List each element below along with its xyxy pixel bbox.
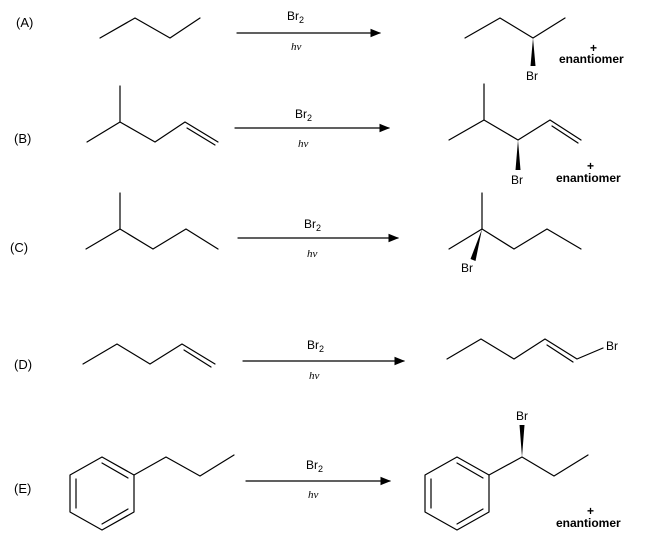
product-d-skeleton <box>446 338 604 363</box>
reactant-b-4-methylpent-1-ene <box>86 85 219 146</box>
reaction-label-d: (D) <box>14 357 32 372</box>
reaction-d: (D) Br2 hv Br <box>14 338 618 382</box>
reactant-a-butane <box>99 17 201 39</box>
reaction-label-a: (A) <box>16 15 33 30</box>
enantiomer-note-e: enantiomer <box>556 516 621 530</box>
condition-b: hv <box>298 138 309 150</box>
reaction-e: (E) Br2 hv Br + enantiomer <box>14 409 621 531</box>
condition-a: hv <box>291 41 302 53</box>
product-b-skeleton <box>448 83 582 144</box>
condition-d: hv <box>309 370 320 382</box>
plus-e: + <box>587 504 594 518</box>
condition-c: hv <box>307 248 318 260</box>
reactant-d-pent-1-ene <box>82 343 216 368</box>
reagent-d: Br2 <box>307 338 324 354</box>
reaction-label-c: (C) <box>10 240 28 255</box>
reagent-b: Br2 <box>295 107 312 123</box>
wedge-bond-b <box>515 140 521 170</box>
wedge-bond-a <box>530 38 536 66</box>
reagent-c: Br2 <box>304 217 321 233</box>
reactant-c-2-methylpentane <box>85 192 219 250</box>
reagent-e: Br2 <box>306 458 323 474</box>
plus-a: + <box>590 41 597 55</box>
enantiomer-note-b: enantiomer <box>556 171 621 185</box>
reaction-label-b: (B) <box>14 131 31 146</box>
wedge-bond-e <box>519 425 525 457</box>
wedge-bond-c <box>470 229 482 261</box>
reaction-b: (B) Br2 hv Br + enantiomer <box>14 83 621 187</box>
enantiomer-note-a: enantiomer <box>559 52 624 66</box>
product-c-br: Br <box>461 261 473 275</box>
reagent-a: Br2 <box>287 9 304 25</box>
reaction-a: (A) Br2 hv Br + enantiomer <box>16 9 624 83</box>
condition-e: hv <box>308 489 319 501</box>
plus-b: + <box>587 159 594 173</box>
product-d-br: Br <box>606 339 618 353</box>
reaction-c: (C) Br2 hv Br <box>10 192 582 275</box>
product-b-br: Br <box>511 173 523 187</box>
reaction-label-e: (E) <box>14 481 31 496</box>
product-c-skeleton <box>448 192 582 250</box>
product-e-br: Br <box>516 409 528 423</box>
product-e-skeleton <box>424 454 589 531</box>
product-a-br: Br <box>526 69 538 83</box>
reactant-e-propylbenzene <box>69 454 235 531</box>
product-a-skeleton <box>464 17 566 39</box>
